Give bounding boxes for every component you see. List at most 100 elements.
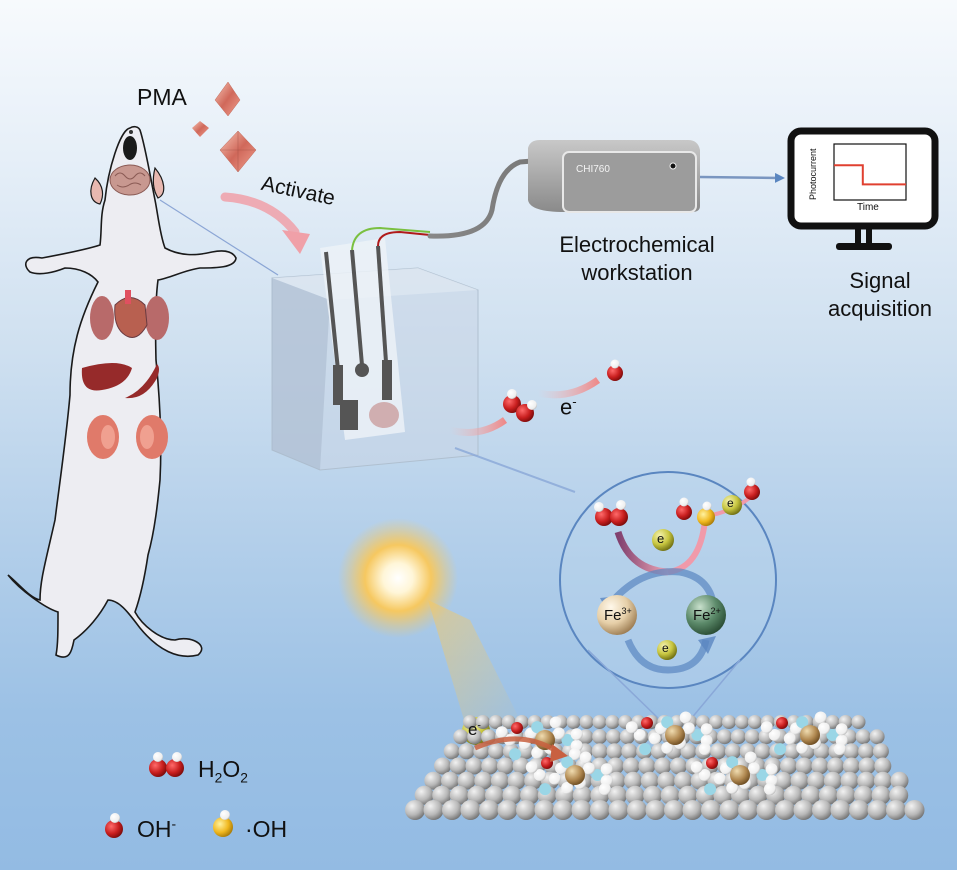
- surface-atom: [591, 743, 608, 760]
- h2o2-molecule-mech: [594, 500, 628, 526]
- legend-radical-dot: ·: [245, 816, 253, 842]
- legend-oh-minus-icon: [105, 813, 123, 838]
- surface-atom: [783, 785, 803, 805]
- monitor-plot-frame: [833, 143, 907, 201]
- surface-atom: [467, 729, 483, 745]
- surface-atom: [463, 715, 477, 729]
- ligand-atom: [713, 772, 726, 785]
- zoom-line-upper: [454, 447, 576, 493]
- lung-right-icon: [145, 296, 169, 340]
- surface-atom: [571, 800, 592, 820]
- pma-label: PMA: [137, 84, 187, 110]
- ligand-atom: [818, 722, 830, 735]
- surface-atom: [442, 800, 462, 820]
- surface-atom: [608, 785, 627, 805]
- surface-atom: [457, 771, 476, 790]
- surface-atom: [654, 757, 672, 775]
- ligand-atom: [679, 711, 692, 724]
- ligand-atom: [683, 722, 695, 735]
- surface-atom: [669, 757, 687, 775]
- surface-atom: [858, 743, 875, 760]
- ligand-atom: [568, 748, 581, 761]
- electron-symbol: e: [560, 394, 573, 420]
- reference-electrode-dot: [355, 363, 369, 377]
- electron-ball-1: [652, 529, 674, 551]
- ligand-atom: [495, 726, 508, 739]
- legend-h2o2-sub2: 2: [240, 770, 248, 786]
- surface-atom: [738, 800, 758, 820]
- surface-atom: [780, 757, 797, 775]
- workstation-label: Electrochemical workstation: [548, 231, 726, 287]
- electron-ball-3: [657, 640, 677, 660]
- fe2-label: Fe2+: [693, 606, 721, 624]
- surface-atom: [621, 743, 638, 760]
- ligand-atom: [648, 732, 661, 745]
- surface-atom: [643, 785, 663, 805]
- metal-center-atom: [565, 765, 585, 785]
- cycle-arrow-bottom: [624, 638, 710, 674]
- surface-atom: [606, 729, 621, 745]
- device-to-monitor-arrow: [699, 172, 785, 183]
- surface-atom: [443, 743, 460, 760]
- ligand-atom: [768, 729, 781, 741]
- electrochemical-cell: [271, 238, 479, 471]
- photocurrent-signal-line: [834, 164, 906, 186]
- surface-atom: [849, 800, 869, 820]
- surface-atom: [795, 757, 813, 775]
- sun-light-source: [338, 518, 458, 638]
- zoom-line-left: [587, 649, 661, 721]
- ligand-atom: [690, 761, 703, 774]
- surface-atom: [497, 800, 518, 820]
- surface-atom: [840, 771, 859, 790]
- surface-atom: [490, 771, 509, 790]
- device-model-label: CHI760: [576, 164, 610, 175]
- surface-atom: [756, 800, 777, 820]
- ligand-atom: [625, 721, 638, 734]
- surface-atom: [823, 771, 842, 790]
- electron-ball-1-label: e: [657, 531, 665, 546]
- ligand-atom: [765, 763, 778, 776]
- surface-atom: [449, 785, 469, 805]
- oh-minus-molecule-released: [607, 359, 623, 381]
- oh-minus-molecule-mech: [676, 497, 692, 520]
- legend-radical-text: OH: [252, 816, 288, 842]
- surface-atom: [904, 800, 925, 820]
- electron-ball-2: [722, 495, 742, 515]
- surface-atom: [717, 729, 732, 745]
- surface-atom: [624, 771, 643, 790]
- ligand-atom: [561, 781, 574, 794]
- ligand-atom: [826, 729, 839, 741]
- surface-atom: [590, 800, 610, 820]
- ligand-atom: [661, 716, 674, 729]
- surface-atom: [657, 771, 676, 790]
- electron-charge: -: [477, 720, 481, 732]
- surface-atom: [579, 715, 594, 729]
- surface-atom: [682, 800, 703, 820]
- surface-atom: [801, 785, 821, 805]
- surface-atom: [735, 715, 749, 729]
- surface-atom: [607, 771, 626, 790]
- ligand-atom: [704, 783, 717, 796]
- hydroxyl-radical-mech: [697, 501, 715, 526]
- catalyst-surface: [405, 711, 925, 820]
- ligand-atom: [698, 769, 711, 781]
- ligand-atom: [579, 751, 592, 764]
- legend-hydroxyl-radical-icon: [213, 810, 233, 837]
- surface-atom: [774, 771, 792, 790]
- fe3-symbol: Fe: [604, 607, 622, 624]
- ligand-atom: [561, 734, 574, 746]
- fe2-ion-ball: [686, 595, 726, 635]
- ligand-atom: [833, 743, 846, 756]
- surface-atom: [855, 729, 871, 745]
- ligand-atom: [661, 741, 674, 754]
- ligand-atom: [553, 727, 565, 740]
- electron-surface-label: e-: [468, 720, 481, 740]
- surface-atom: [449, 757, 467, 775]
- ligand-atom: [548, 772, 561, 785]
- surface-atom: [458, 743, 475, 760]
- surface-atom: [481, 757, 499, 775]
- surface-atom: [488, 743, 505, 760]
- electron-ball-2-label: e: [727, 496, 734, 510]
- surface-atom: [475, 715, 490, 729]
- surface-atom: [889, 785, 909, 805]
